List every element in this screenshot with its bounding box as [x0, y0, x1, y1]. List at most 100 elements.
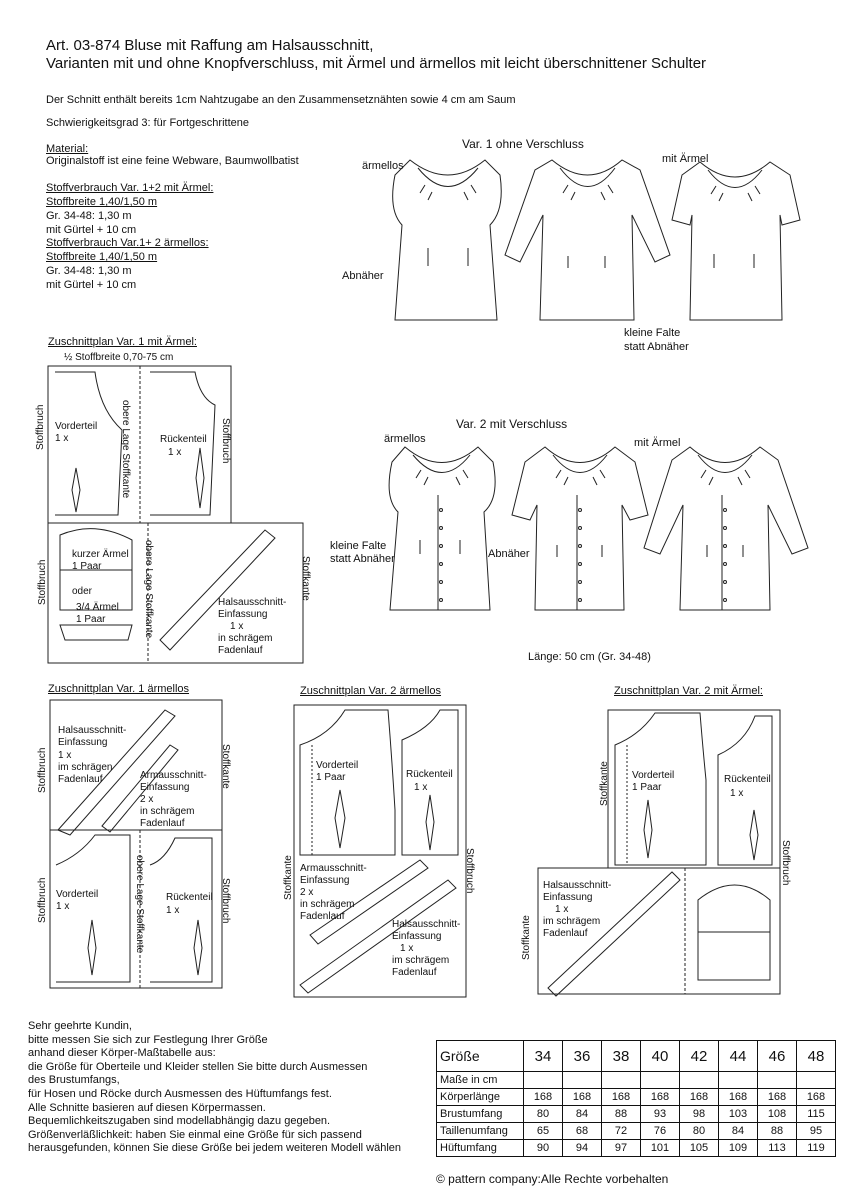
title-line-1: Art. 03-874 Bluse mit Raffung am Halsaus…	[46, 37, 374, 54]
plan2-arm-count: 2 x	[140, 794, 154, 805]
plan3-neck-binding-2: Einfassung	[392, 931, 442, 942]
size-cell: 48	[796, 1040, 836, 1072]
plan3-selvage: Stoffkante	[283, 855, 294, 900]
row-label: Taillenumfang	[436, 1122, 524, 1140]
plan3-neck-grain: Fadenlauf	[392, 967, 437, 978]
size-cell: 44	[718, 1040, 758, 1072]
table-cell: 168	[757, 1088, 797, 1106]
cutting-plan-4-drawing	[537, 709, 781, 997]
table-cell: 88	[757, 1122, 797, 1140]
plan1-or: oder	[72, 586, 93, 597]
plan2-neck-binding: Halsausschnitt-	[58, 725, 127, 736]
blouse-var1-sleeveless-drawing	[392, 159, 502, 321]
plan4-neck-count: 1 x	[555, 904, 569, 915]
plan1-short-sleeve: kurzer Ärmel	[72, 549, 129, 560]
blouse-var1-short-sleeve-drawing	[671, 161, 801, 321]
plan3-front-count: 1 Paar	[316, 772, 346, 783]
cutting-plan-2-drawing	[49, 699, 223, 989]
title-line-2: Varianten mit und ohne Knopfverschluss, …	[46, 55, 707, 72]
plan4-selvage-upper: Stoffkante	[599, 761, 610, 806]
plan1-neck-binding: Halsausschnitt-	[218, 597, 287, 608]
table-cell: 90	[523, 1139, 563, 1157]
fabric-usage-heading-1: Stoffverbrauch Var. 1+2 mit Ärmel:	[46, 182, 214, 194]
plan4-neck-bias: im schrägem	[543, 916, 601, 927]
customer-note-line: des Brustumfangs,	[28, 1074, 120, 1087]
seam-allowance-note: Der Schnitt enthält bereits 1cm Nahtzuga…	[46, 94, 516, 106]
plan1-back-label: Rückenteil	[160, 434, 207, 445]
plan1-binding: Einfassung	[218, 609, 268, 620]
table-cell: 105	[679, 1139, 719, 1157]
fabric-belt-2: mit Gürtel + 10 cm	[46, 279, 137, 291]
plan3-neck-count: 1 x	[400, 943, 414, 954]
table-cell: 94	[562, 1139, 602, 1157]
plan2-neck-grain: Fadenlauf	[58, 774, 103, 785]
length-note: Länge: 50 cm (Gr. 34-48)	[528, 651, 651, 663]
plan3-arm-binding-2: Einfassung	[300, 875, 350, 886]
var1-title: Var. 1 ohne Verschluss	[462, 137, 584, 151]
table-cell: 84	[562, 1105, 602, 1123]
table-cell: 168	[796, 1088, 836, 1106]
table-cell: 68	[562, 1122, 602, 1140]
copyright: © pattern company:Alle Rechte vorbehalte…	[436, 1172, 669, 1186]
customer-note: Sehr geehrte Kundin, bitte messen Sie si…	[28, 1020, 401, 1156]
var1-dart-label: Abnäher	[342, 270, 384, 282]
table-cell: 65	[523, 1122, 563, 1140]
plan4-neck-binding: Halsausschnitt-	[543, 880, 612, 891]
var1-sleeveless-label: ärmellos	[362, 160, 404, 172]
table-cell: 97	[601, 1139, 641, 1157]
table-row: Körperlänge 168 168 168 168 168 168 168 …	[436, 1088, 836, 1106]
row-label: Körperlänge	[436, 1088, 524, 1106]
table-cell: 103	[718, 1105, 758, 1123]
plan2-back-count: 1 x	[166, 905, 180, 916]
table-row: Größe 34 36 38 40 42 44 46 48	[436, 1040, 836, 1072]
plan1-fold-left: Stoffbruch	[35, 404, 46, 450]
table-cell: 168	[679, 1088, 719, 1106]
plan2-arm-binding: Armausschnitt-	[140, 770, 207, 781]
table-cell: 119	[796, 1139, 836, 1157]
plan3-back-label: Rückenteil	[406, 769, 453, 780]
plan1-upper-layer-2: obere Lage Stoffkante	[143, 540, 154, 639]
table-cell: 108	[757, 1105, 797, 1123]
plan2-front-label: Vorderteil	[56, 889, 99, 900]
plan4-front-count: 1 Paar	[632, 782, 662, 793]
plan2-fold-right: Stoffbruch	[220, 878, 231, 924]
var2-dart-label: Abnäher	[488, 548, 530, 560]
var2-title: Var. 2 mit Verschluss	[456, 417, 568, 431]
plan4-title: Zuschnittplan Var. 2 mit Ärmel:	[614, 685, 763, 697]
table-cell: 84	[718, 1122, 758, 1140]
table-cell: 80	[679, 1122, 719, 1140]
size-table: Größe 34 36 38 40 42 44 46 48 Maße in cm…	[436, 1040, 836, 1157]
cutting-plan-1-drawing	[47, 365, 304, 664]
plan2-selvage-upper: Stoffkante	[220, 744, 231, 789]
customer-note-line: Sehr geehrte Kundin,	[28, 1020, 132, 1032]
plan4-front-label: Vorderteil	[632, 770, 675, 781]
plan2-neck-binding-2: Einfassung	[58, 737, 108, 748]
plan1-short-sleeve-count: 1 Paar	[72, 561, 102, 572]
plan2-arm-bias: in schrägem	[140, 806, 195, 817]
table-cell: 168	[601, 1088, 641, 1106]
plan2-arm-binding-2: Einfassung	[140, 782, 190, 793]
size-cell: 42	[679, 1040, 719, 1072]
table-cell: 80	[523, 1105, 563, 1123]
material-heading: Material:	[46, 143, 89, 155]
plan1-bias: in schrägem	[218, 633, 273, 644]
plan1-grain: Fadenlauf	[218, 645, 263, 656]
customer-note-line: Alle Schnitte basieren auf diesen Körper…	[28, 1101, 266, 1114]
var2-pleat-label-1: kleine Falte	[330, 540, 387, 552]
blouse-var1-sleeve-drawing	[504, 159, 671, 321]
plan4-neck-binding-2: Einfassung	[543, 892, 593, 903]
table-row: Hüftumfang 90 94 97 101 105 109 113 119	[436, 1139, 836, 1157]
plan2-arm-grain: Fadenlauf	[140, 818, 185, 829]
plan2-title: Zuschnittplan Var. 1 ärmellos	[48, 683, 190, 695]
table-row: Brustumfang 80 84 88 93 98 103 108 115	[436, 1105, 836, 1123]
plan1-back-count: 1 x	[168, 447, 182, 458]
table-cell: 98	[679, 1105, 719, 1123]
var1-pleat-label-2: statt Abnäher	[624, 341, 689, 353]
plan2-fold-upper: Stoffbruch	[37, 747, 48, 793]
var2-sleeve-label: mit Ärmel	[634, 437, 681, 449]
plan1-title: Zuschnittplan Var. 1 mit Ärmel:	[48, 336, 197, 348]
size-header-label: Größe	[436, 1040, 524, 1072]
size-cell: 38	[601, 1040, 641, 1072]
size-cell: 46	[757, 1040, 797, 1072]
